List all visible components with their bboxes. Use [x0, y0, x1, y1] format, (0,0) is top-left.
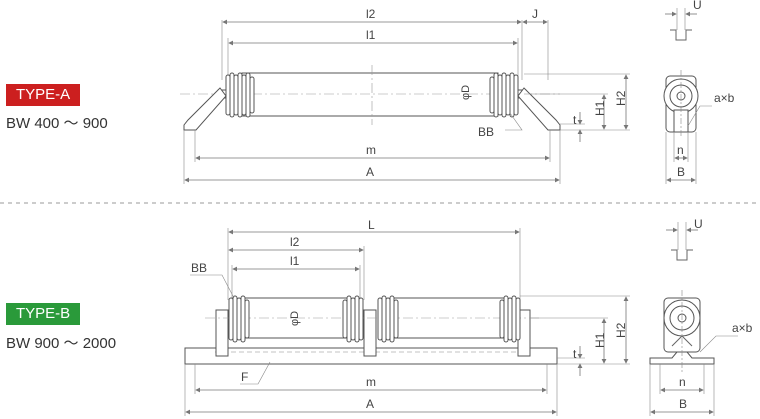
dim-l2-b: l2 [290, 235, 300, 249]
type-b-badge: TYPE-B [6, 303, 81, 325]
label-f-b: F [241, 370, 248, 384]
dim-t-b: t [573, 347, 577, 361]
dim-axb-b: a×b [732, 321, 753, 335]
dim-m-a: m [366, 143, 376, 157]
type-b-end-view [649, 222, 738, 416]
dim-l2-a: l2 [366, 7, 376, 21]
dim-h2-b: H2 [614, 322, 628, 338]
dim-n-a: n [677, 143, 684, 157]
dim-l-b: L [368, 218, 375, 232]
dim-h2-a: H2 [614, 90, 628, 106]
dim-b-b: B [679, 397, 687, 411]
label-bb-b: BB [191, 261, 207, 275]
type-b-side-view [184, 228, 630, 416]
label-bb-a: BB [478, 125, 494, 139]
dim-a-a: A [366, 165, 374, 179]
type-b-range: BW 900 ～ 2000 [6, 335, 117, 352]
dim-u-b: U [694, 217, 703, 231]
dim-l1-b: l1 [290, 254, 300, 268]
type-a-badge: TYPE-A [6, 84, 81, 106]
dim-n-b: n [679, 375, 686, 389]
dim-axb-a: a×b [714, 91, 735, 105]
dim-h1-b: H1 [593, 332, 607, 348]
type-a-end-view [663, 8, 712, 184]
dim-u-a: U [693, 0, 702, 12]
dim-j-a: J [532, 7, 538, 21]
type-a-side-view [180, 19, 630, 184]
dim-b-a: B [677, 165, 685, 179]
dim-a-b: A [366, 397, 374, 411]
dim-m-b: m [366, 375, 376, 389]
dim-l1-a: l1 [366, 28, 376, 42]
type-a-range: BW 400 ～ 900 [6, 115, 108, 132]
dim-phid-b: φD [289, 311, 301, 326]
dim-phid-a: φD [460, 85, 472, 100]
dim-t-a: t [573, 113, 577, 127]
dim-h1-a: H1 [593, 100, 607, 116]
